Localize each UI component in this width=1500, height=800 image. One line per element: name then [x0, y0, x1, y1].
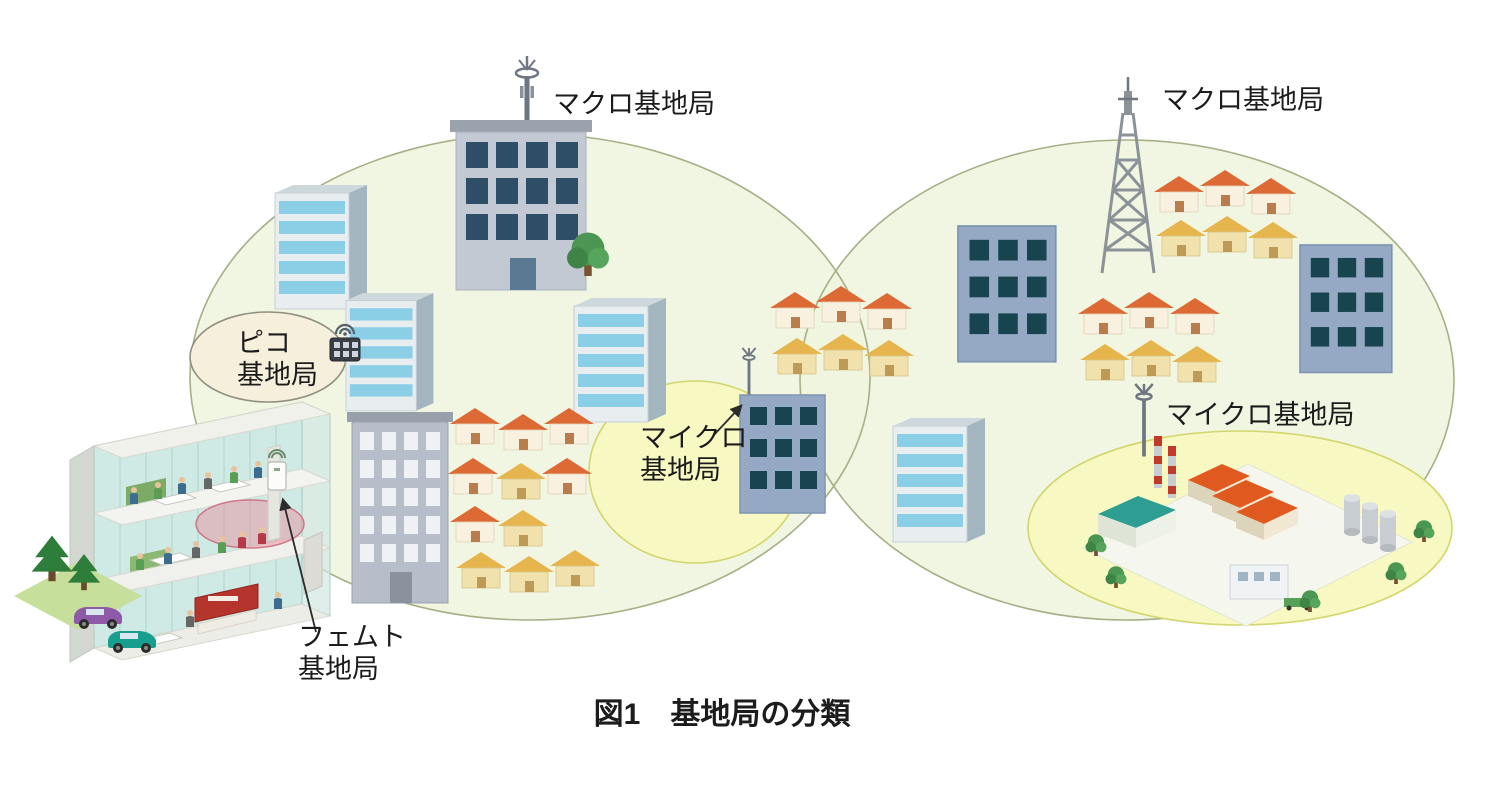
- glass-mullions: [119, 407, 277, 643]
- factory-chimney: [1168, 446, 1176, 498]
- label-micro-right: マイクロ基地局: [1166, 400, 1354, 430]
- office-building-right: [892, 417, 986, 543]
- teal-building-right-1: [957, 225, 1057, 363]
- pico-base-station-device: [329, 323, 361, 362]
- car-purple: [74, 607, 122, 629]
- office-table: [206, 479, 252, 493]
- storage-tank: [1344, 494, 1360, 536]
- femto-leader-line: [279, 497, 317, 633]
- label-micro-center-line1: マイクロ: [640, 423, 747, 453]
- label-macro-right: マクロ基地局: [1162, 85, 1324, 115]
- storage-tank: [1362, 502, 1378, 544]
- label-pico-line2: 基地局: [237, 360, 318, 390]
- factory-complex: [1080, 382, 1435, 627]
- car-teal: [108, 631, 156, 653]
- femto-base-station-device: [267, 444, 287, 542]
- macro-antenna-icon: [514, 54, 540, 124]
- micro-center-arrow: [712, 404, 743, 437]
- figure-caption: 図1 基地局の分類: [594, 698, 852, 731]
- factory-chimney: [1154, 436, 1162, 488]
- storage-tank: [1380, 510, 1396, 552]
- label-femto-line1: フェムト: [298, 622, 406, 652]
- label-femto-line2: 基地局: [298, 654, 379, 684]
- outer-wall: [69, 445, 95, 663]
- teal-building-right-2: [1299, 244, 1393, 374]
- roof-slab: [92, 401, 332, 459]
- label-pico-line1: ピコ: [237, 328, 291, 358]
- front-yard: [14, 535, 156, 653]
- gray-building-left: [347, 412, 453, 604]
- macro-base-station-tower: [1100, 77, 1156, 274]
- stairs: [303, 531, 323, 595]
- macro-base-station-building: [450, 54, 592, 291]
- factory-teal-building: [1098, 496, 1176, 548]
- office-building-left-3: [573, 297, 667, 423]
- office-table: [152, 492, 198, 506]
- factory-office: [1229, 564, 1289, 600]
- office-building-left-1: [274, 184, 368, 310]
- femto-cell: [195, 499, 305, 549]
- label-micro-center-line2: 基地局: [640, 455, 721, 485]
- reception-desk: [194, 583, 259, 635]
- label-macro-left: マクロ基地局: [553, 89, 715, 119]
- macro-cell-right-outline: [799, 139, 1455, 621]
